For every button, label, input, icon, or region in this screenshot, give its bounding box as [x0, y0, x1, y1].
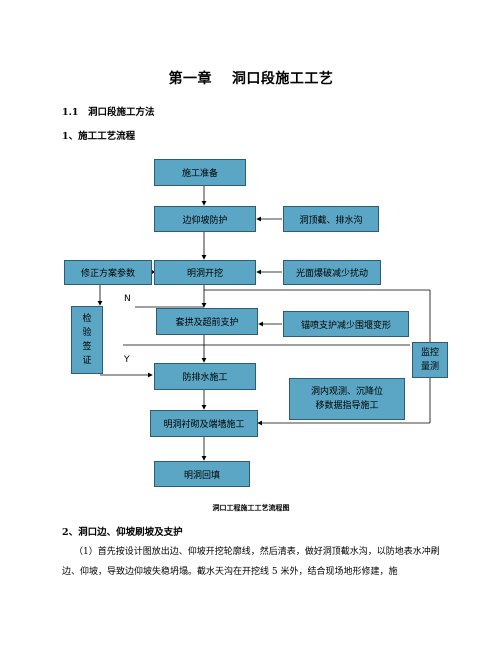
step-backfill: 明洞回填 [154, 461, 250, 487]
body-paragraph: （1）首先按设计图放出边、仰坡开挖轮廓线，然后清表，做好洞顶截水沟，以防地表水冲… [62, 547, 440, 577]
step-smooth-blasting: 光面爆破减少扰动 [283, 260, 381, 285]
monitor-line-1: 监控 [420, 348, 439, 358]
step-drainage: 洞顶截、排水沟 [283, 206, 379, 232]
step-monitoring: 监控 量测 [412, 342, 448, 378]
step-start: 施工准备 [154, 159, 246, 186]
subsection-heading-2: 2、洞口边、仰坡刷坡及支护 [62, 527, 183, 538]
check-char-3: 签 [82, 342, 92, 352]
section-heading: 1.1 洞口段施工方法 [62, 107, 155, 118]
subsection-heading-1: 1、施工工艺流程 [62, 131, 136, 142]
chapter-title: 第一章 洞口段施工工艺 [168, 71, 334, 87]
step-observation: 洞内观测、沉降位 移数据指导施工 [289, 378, 405, 420]
step-lining: 明洞衬砌及端墙施工 [150, 410, 258, 437]
monitor-line-2: 量测 [420, 362, 439, 372]
step-check-sign: 检 验 签 证 [71, 306, 103, 374]
label-n: N [124, 294, 131, 304]
label-y: Y [124, 355, 130, 365]
observation-line-2: 移数据指导施工 [315, 401, 379, 411]
check-char-2: 验 [82, 328, 92, 338]
step-open-excavation: 明洞开挖 [154, 260, 256, 285]
step-arch-support: 套拱及超前支护 [156, 308, 258, 335]
step-anchor-support: 锚喷支护减少围堰变形 [283, 311, 409, 337]
step-waterproofing: 防排水施工 [154, 363, 256, 390]
check-char-1: 检 [82, 314, 92, 324]
check-char-4: 证 [82, 356, 92, 366]
observation-line-1: 洞内观测、沉降位 [310, 387, 383, 397]
flowchart-connectors [97, 186, 431, 461]
step-slope-protection: 边仰坡防护 [154, 206, 256, 232]
figure-caption: 洞口工程施工工艺流程图 [212, 503, 290, 512]
step-modify-parameters: 修正方案参数 [64, 260, 152, 285]
